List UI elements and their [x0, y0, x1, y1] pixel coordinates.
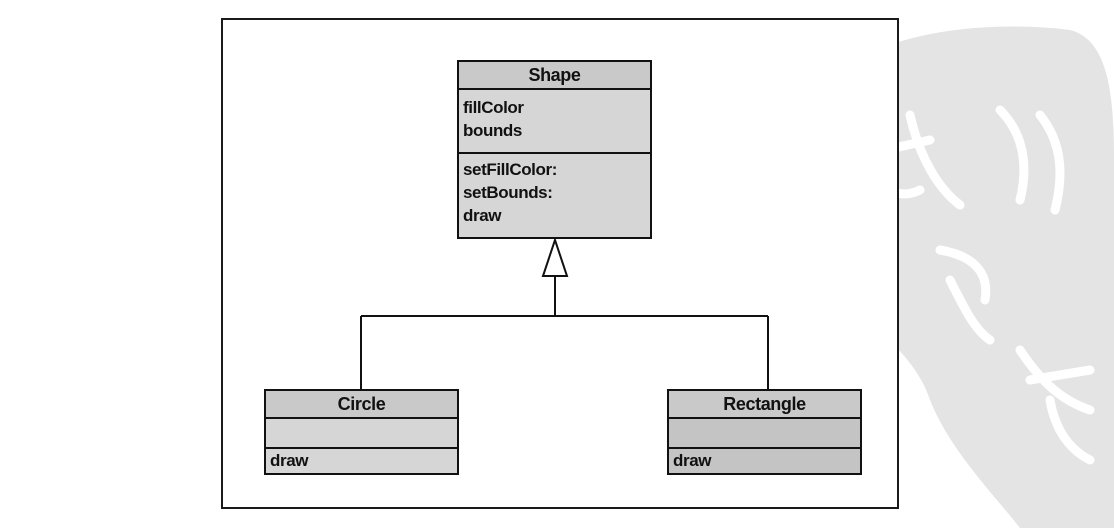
- operations-compartment: draw: [266, 447, 457, 473]
- operation-setfillcolor: setFillColor:: [463, 160, 557, 179]
- attribute-bounds: bounds: [463, 121, 522, 140]
- operation-draw: draw: [463, 206, 502, 225]
- class-name-rectangle: Rectangle: [669, 391, 860, 419]
- class-circle: Circle draw: [264, 389, 459, 475]
- attributes-compartment: fillColor bounds: [459, 90, 650, 152]
- attributes-compartment-empty: [669, 419, 860, 447]
- operations-compartment: draw: [669, 447, 860, 473]
- operations-compartment: setFillColor: setBounds: draw: [459, 152, 650, 237]
- operation-setbounds: setBounds:: [463, 183, 553, 202]
- attributes-compartment-empty: [266, 419, 457, 447]
- operation-draw: draw: [673, 451, 712, 470]
- class-rectangle: Rectangle draw: [667, 389, 862, 475]
- generalization-arrowhead: [541, 236, 569, 277]
- attribute-fillcolor: fillColor: [463, 98, 524, 117]
- class-name-circle: Circle: [266, 391, 457, 419]
- class-name-shape: Shape: [459, 62, 650, 90]
- operation-draw: draw: [270, 451, 309, 470]
- class-shape: Shape fillColor bounds setFillColor: set…: [457, 60, 652, 239]
